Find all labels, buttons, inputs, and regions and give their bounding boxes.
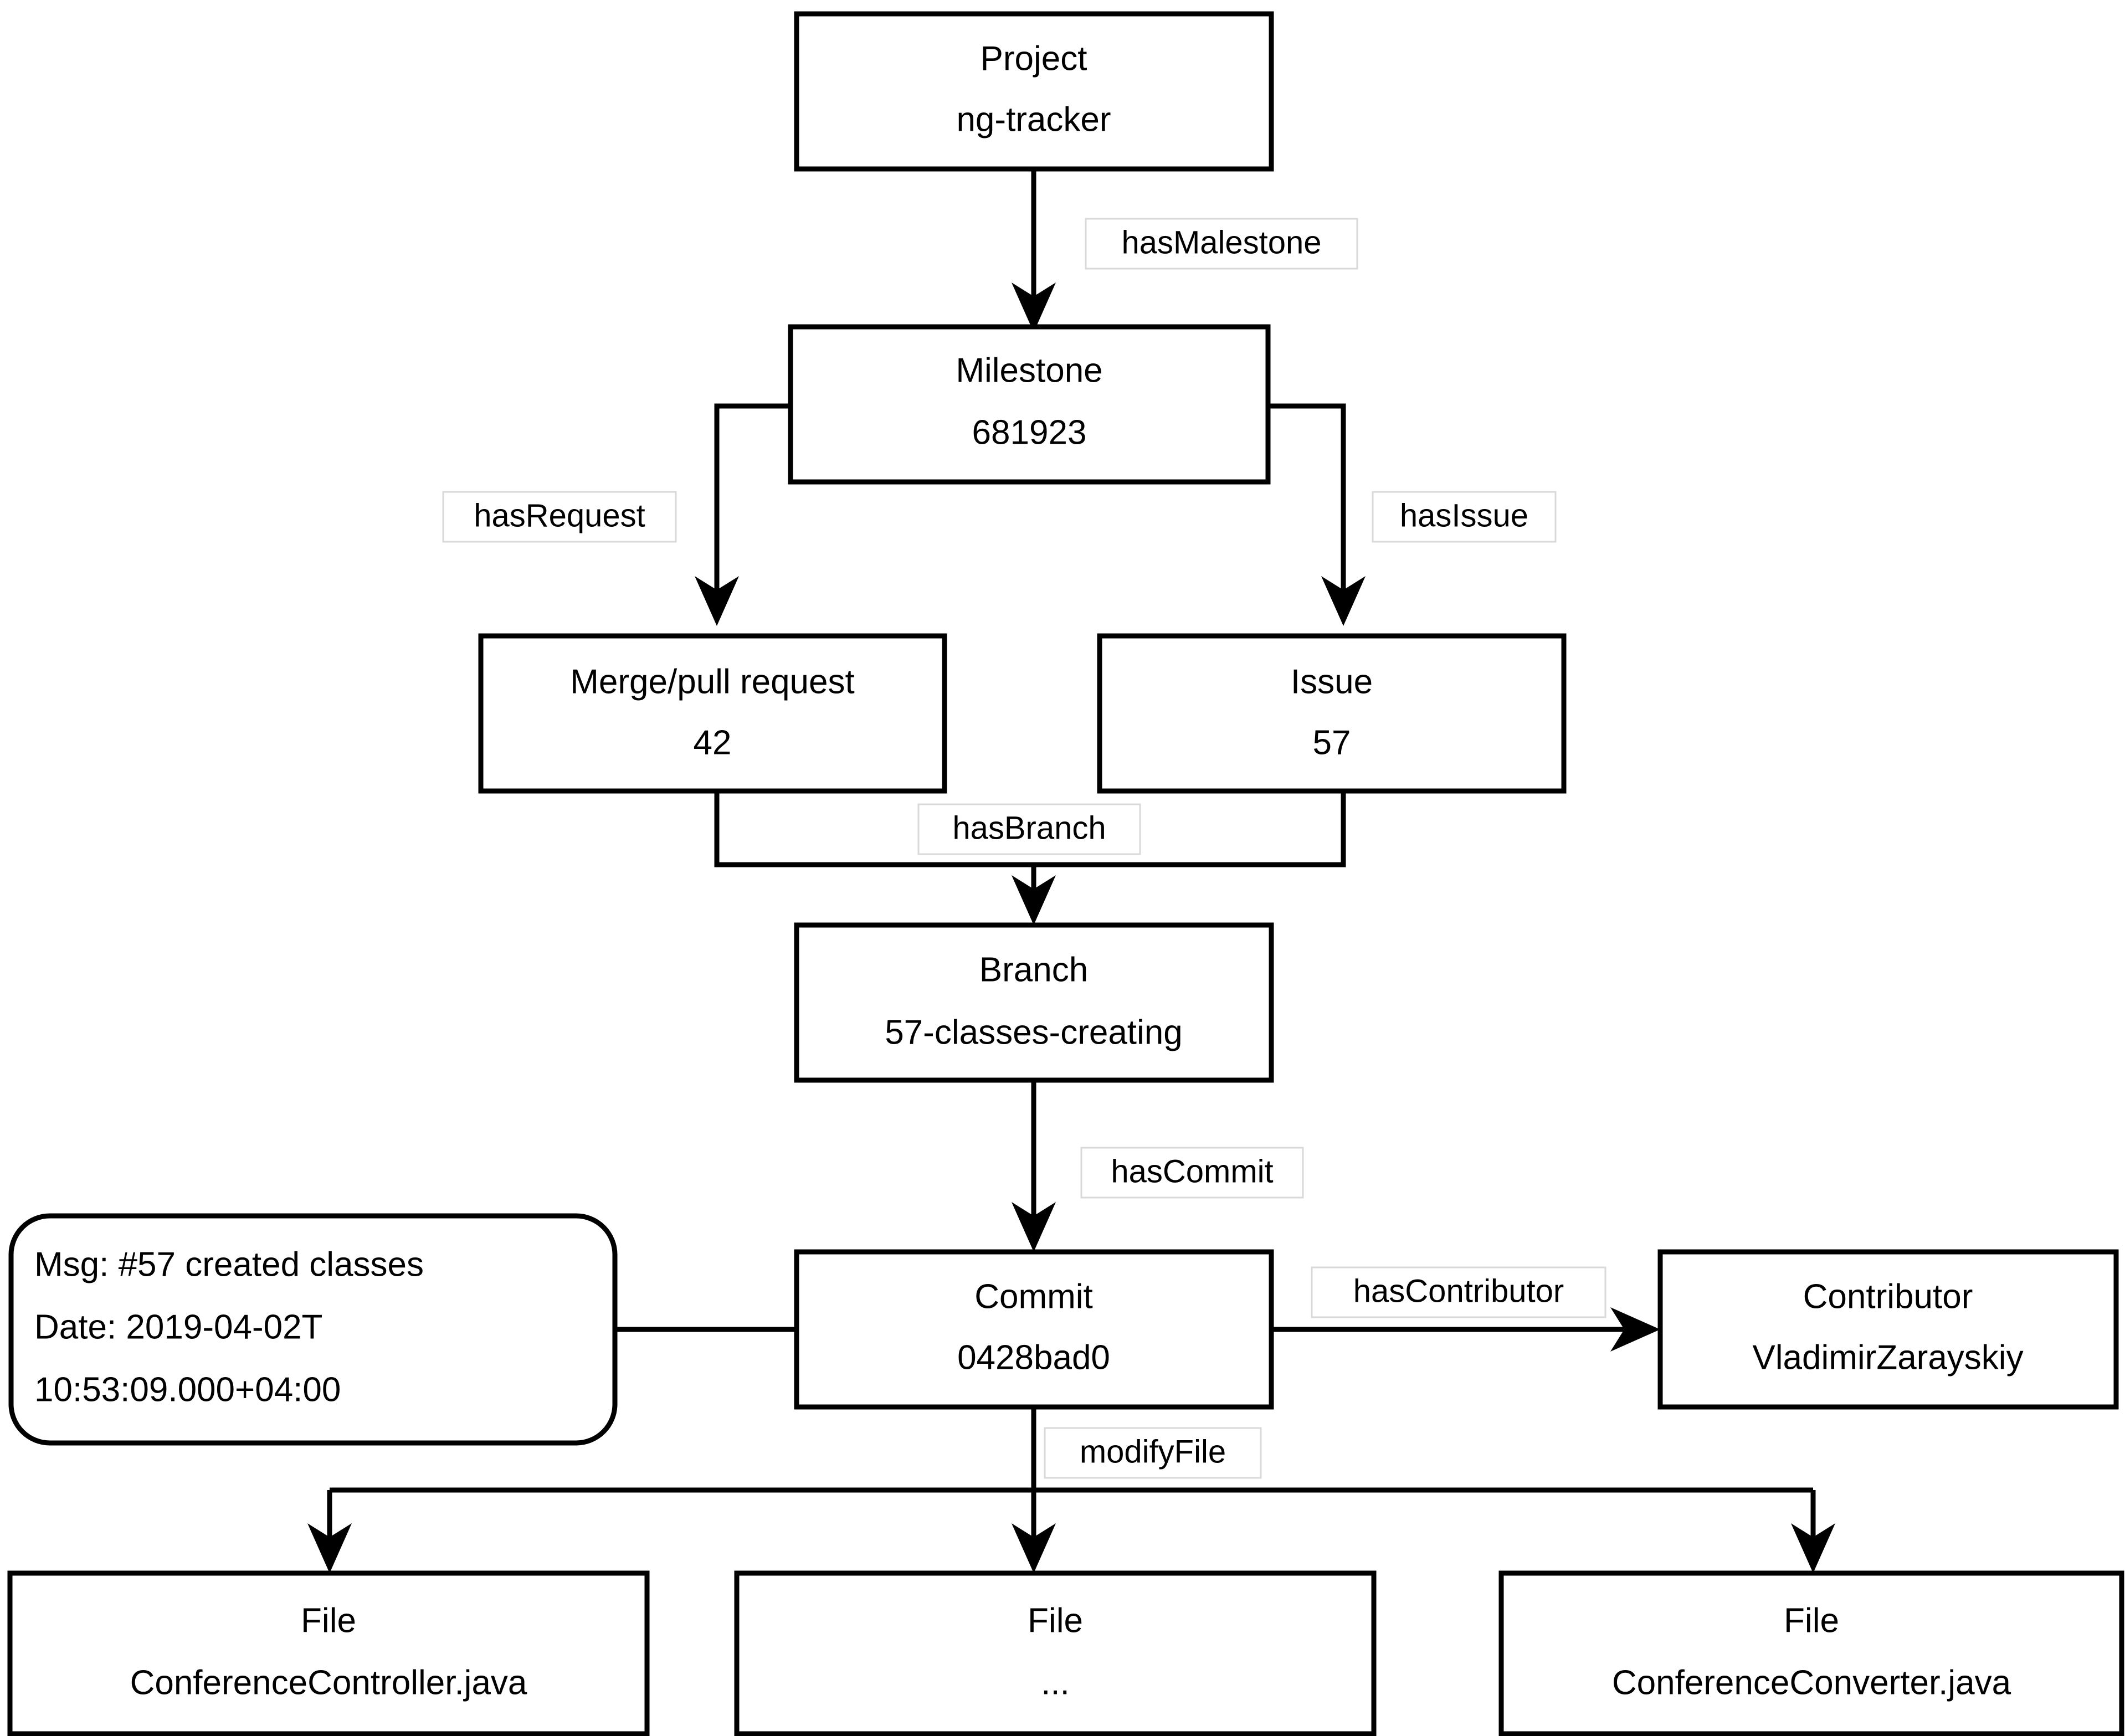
edge-label-has-commit-text: hasCommit — [1111, 1153, 1273, 1189]
edge-has-commit — [1012, 1080, 1056, 1252]
node-milestone-value: 681923 — [972, 413, 1087, 451]
commit-note-line-3: 10:53:09.000+04:00 — [34, 1370, 341, 1409]
node-contributor[interactable]: Contributor VladimirZarayskiy — [1657, 1249, 2119, 1410]
node-project-value: ng-tracker — [956, 100, 1111, 138]
node-project-box[interactable] — [794, 11, 1274, 172]
node-issue-box[interactable] — [1097, 633, 1567, 794]
arrow-head-commit — [1012, 1202, 1056, 1252]
edge-label-has-milestone: hasMalestone — [1085, 218, 1358, 270]
edge-label-has-request-box — [442, 491, 677, 543]
node-commit-type: Commit — [974, 1277, 1093, 1316]
edge-has-request — [695, 403, 791, 626]
edge-label-has-milestone-text: hasMalestone — [1121, 224, 1321, 260]
arrow-head-request — [695, 576, 739, 626]
node-branch-type: Branch — [979, 951, 1088, 989]
edge-label-has-issue-text: hasIssue — [1400, 497, 1528, 533]
node-issue-value: 57 — [1313, 723, 1351, 762]
edge-label-has-branch: hasBranch — [917, 803, 1141, 855]
edge-label-has-issue: hasIssue — [1372, 491, 1557, 543]
edge-has-branch-line — [714, 788, 1346, 867]
node-file-ellipsis[interactable]: File ... — [734, 1570, 1377, 1736]
edge-label-modify-file-text: modifyFile — [1080, 1434, 1226, 1470]
edge-has-contributor — [1271, 1307, 1660, 1352]
commit-note-line-2: Date: 2019-04-02T — [34, 1308, 322, 1346]
node-merge-pull-request-box[interactable] — [478, 633, 947, 794]
arrow-head-file-3 — [1791, 1523, 1835, 1573]
node-contributor-box[interactable] — [1657, 1249, 2119, 1410]
node-milestone-type: Milestone — [956, 351, 1102, 389]
node-branch-value: 57-classes-creating — [885, 1013, 1183, 1051]
node-merge-pull-request[interactable]: Merge/pull request 42 — [478, 633, 947, 794]
commit-note-line-1: Msg: #57 created classes — [34, 1245, 424, 1283]
edge-modify-file — [307, 1407, 1835, 1573]
node-commit[interactable]: Commit 0428bad0 — [794, 1249, 1274, 1410]
arrow-head-file-2 — [1012, 1523, 1056, 1573]
edge-label-has-contributor-text: hasContributor — [1353, 1273, 1564, 1309]
node-merge-pull-request-value: 42 — [694, 723, 732, 762]
node-file-3-type: File — [1784, 1601, 1839, 1640]
node-milestone-box[interactable] — [788, 324, 1271, 485]
edge-label-has-commit-box — [1080, 1147, 1304, 1199]
arrow-head-branch — [1012, 875, 1056, 925]
node-branch[interactable]: Branch 57-classes-creating — [794, 922, 1274, 1083]
node-issue-type: Issue — [1291, 662, 1373, 701]
node-file-conference-converter[interactable]: File ConferenceConverter.java — [1498, 1570, 2124, 1736]
node-file-2-type: File — [1028, 1601, 1083, 1640]
node-issue[interactable]: Issue 57 — [1097, 633, 1567, 794]
edge-has-request-line — [714, 403, 791, 601]
arrow-head-contributor — [1610, 1307, 1660, 1352]
edge-label-has-milestone-box — [1085, 218, 1358, 270]
arrow-head-issue — [1321, 576, 1366, 626]
node-branch-box[interactable] — [794, 922, 1274, 1083]
node-file-1-value: ConferenceController.java — [130, 1663, 527, 1702]
node-file-3-box[interactable] — [1498, 1570, 2124, 1736]
edge-label-has-request-text: hasRequest — [474, 497, 645, 533]
node-commit-note-box[interactable] — [8, 1213, 618, 1446]
edge-label-has-contributor-box — [1311, 1266, 1606, 1318]
edge-label-has-request: hasRequest — [442, 491, 677, 543]
node-project[interactable]: Project ng-tracker — [794, 11, 1274, 172]
node-file-2-value: ... — [1041, 1663, 1070, 1702]
edge-label-modify-file-box — [1044, 1427, 1262, 1479]
node-contributor-value: VladimirZarayskiy — [1752, 1338, 2023, 1377]
edge-label-has-contributor: hasContributor — [1311, 1266, 1606, 1318]
node-contributor-type: Contributor — [1803, 1277, 1973, 1316]
edge-has-issue-line — [1268, 403, 1346, 601]
edge-label-has-commit: hasCommit — [1080, 1147, 1304, 1199]
edge-label-has-branch-box — [917, 803, 1141, 855]
node-project-type: Project — [981, 39, 1087, 78]
node-file-1-type: File — [301, 1601, 356, 1640]
edge-has-milestone — [1012, 169, 1056, 332]
node-commit-value: 0428bad0 — [957, 1338, 1110, 1377]
edge-label-has-issue-box — [1372, 491, 1557, 543]
node-milestone[interactable]: Milestone 681923 — [788, 324, 1271, 485]
node-commit-box[interactable] — [794, 1249, 1274, 1410]
node-commit-note[interactable]: Msg: #57 created classes Date: 2019-04-0… — [8, 1213, 618, 1446]
node-file-2-box[interactable] — [734, 1570, 1377, 1736]
arrow-head-milestone — [1012, 283, 1056, 332]
edge-label-modify-file: modifyFile — [1044, 1427, 1262, 1479]
arrow-head-file-1 — [307, 1523, 352, 1573]
node-merge-pull-request-type: Merge/pull request — [570, 662, 855, 701]
edge-label-has-branch-text: hasBranch — [952, 810, 1106, 846]
edge-has-issue — [1268, 403, 1366, 626]
node-file-conference-controller[interactable]: File ConferenceController.java — [7, 1570, 650, 1736]
node-file-3-value: ConferenceConverter.java — [1612, 1663, 2011, 1702]
edge-has-branch — [714, 788, 1346, 925]
node-file-1-box[interactable] — [7, 1570, 650, 1736]
